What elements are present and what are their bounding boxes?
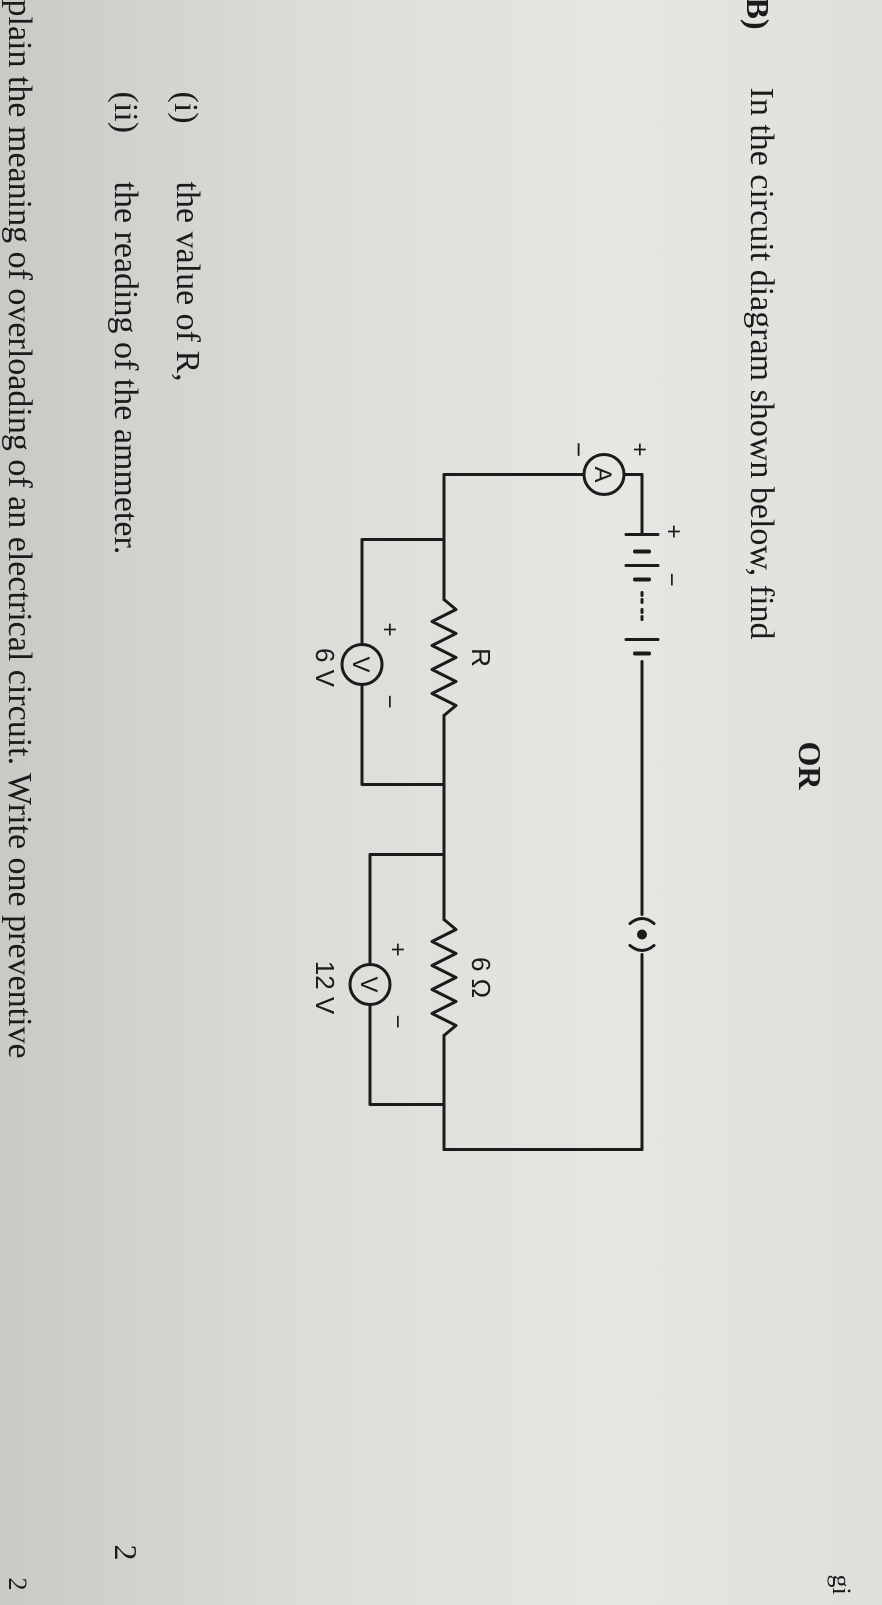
voltmeter2-right-lead xyxy=(368,1003,446,1106)
ammeter-plus: + xyxy=(626,442,653,456)
resistor-6-ohm-label: 6 Ω xyxy=(466,957,496,998)
voltmeter2-minus: − xyxy=(384,1014,411,1028)
voltmeter2-reading: 12 V xyxy=(310,961,340,1015)
voltmeter2-plus: + xyxy=(384,942,411,956)
battery-icon xyxy=(624,533,660,656)
voltmeter1-right-lead xyxy=(360,683,446,786)
battery-plus: + xyxy=(660,524,687,538)
ammeter-minus: − xyxy=(564,442,594,457)
voltmeter1-letter: V xyxy=(347,656,374,672)
battery-minus: − xyxy=(658,572,685,586)
plug-key-icon xyxy=(628,917,656,952)
left-wire-down xyxy=(442,473,586,521)
resistor-r-icon xyxy=(430,598,458,717)
voltmeter1-left-lead xyxy=(360,538,446,646)
key-plug-dot xyxy=(637,929,647,940)
voltmeter1-reading: 6 V xyxy=(310,648,340,688)
voltmeter1-minus: − xyxy=(376,694,403,708)
ammeter-letter: A xyxy=(589,466,616,482)
top-left-wire xyxy=(622,473,644,536)
voltmeter2-letter: V xyxy=(355,976,382,992)
resistor-r-label: R xyxy=(466,648,496,667)
top-right-wire xyxy=(442,953,644,1151)
voltmeter1-plus: + xyxy=(376,622,403,636)
resistor-6-ohm-icon xyxy=(430,918,458,1037)
voltmeter2-left-lead xyxy=(368,853,446,966)
